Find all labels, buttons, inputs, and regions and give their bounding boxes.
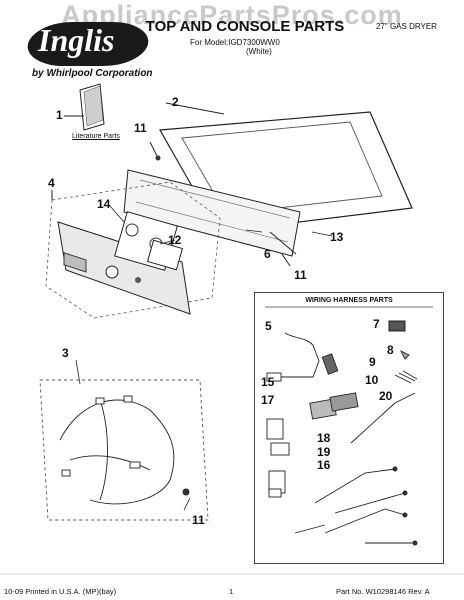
model-number: For Model:IGD7300WW0 <box>190 38 280 47</box>
callout-2: 2 <box>172 95 179 109</box>
wiring-parts-diagram <box>265 306 433 546</box>
main-wire-harness-illustration <box>39 379 209 521</box>
wiring-callout-10: 10 <box>365 373 379 387</box>
wiring-harness-box: WIRING HARNESS PARTS 5 7 8 9 10 15 20 <box>254 292 444 564</box>
callout-13: 13 <box>330 230 344 244</box>
wiring-callout-9: 9 <box>369 355 376 369</box>
literature-label: Literature Parts <box>72 133 120 140</box>
wiring-callout-5: 5 <box>265 319 272 333</box>
wiring-callout-20: 20 <box>379 389 393 403</box>
wiring-box-title: WIRING HARNESS PARTS <box>305 297 393 304</box>
console-frame-illustration <box>123 141 301 267</box>
brand-logo: Inglis <box>38 22 115 58</box>
wiring-callout-17: 17 <box>261 393 275 407</box>
callout-3: 3 <box>62 346 69 360</box>
part-number: Part No. W10298146 Rev. A <box>336 587 430 596</box>
callout-11-right: 11 <box>294 268 307 282</box>
product-type: 27" GAS DRYER <box>376 22 437 31</box>
callout-14: 14 <box>97 197 111 211</box>
callout-4: 4 <box>48 176 55 190</box>
wiring-callout-8: 8 <box>387 343 394 357</box>
wiring-callout-7: 7 <box>373 317 380 331</box>
literature-booklet-illustration <box>64 83 105 131</box>
callout-6: 6 <box>264 247 271 261</box>
wiring-callout-15: 15 <box>261 375 275 389</box>
console-dashed-group <box>45 181 221 319</box>
page-number: 1 <box>229 587 234 596</box>
wiring-callout-16: 16 <box>317 458 331 472</box>
callout-12: 12 <box>168 233 182 247</box>
print-info: 10-09 Printed in U.S.A. (MP)(bay) <box>4 587 117 596</box>
leader-lines <box>75 205 333 511</box>
callout-1: 1 <box>56 108 63 122</box>
model-color: (White) <box>246 47 272 56</box>
wiring-callout-18: 18 <box>317 431 331 445</box>
callout-11-bottom: 11 <box>192 513 205 527</box>
brand-tagline: by Whirlpool Corporation <box>32 68 153 79</box>
wiring-callout-19: 19 <box>317 445 331 459</box>
control-board-illustration <box>114 211 184 271</box>
callout-11-top: 11 <box>134 121 147 135</box>
page-title: TOP AND CONSOLE PARTS <box>145 18 345 35</box>
